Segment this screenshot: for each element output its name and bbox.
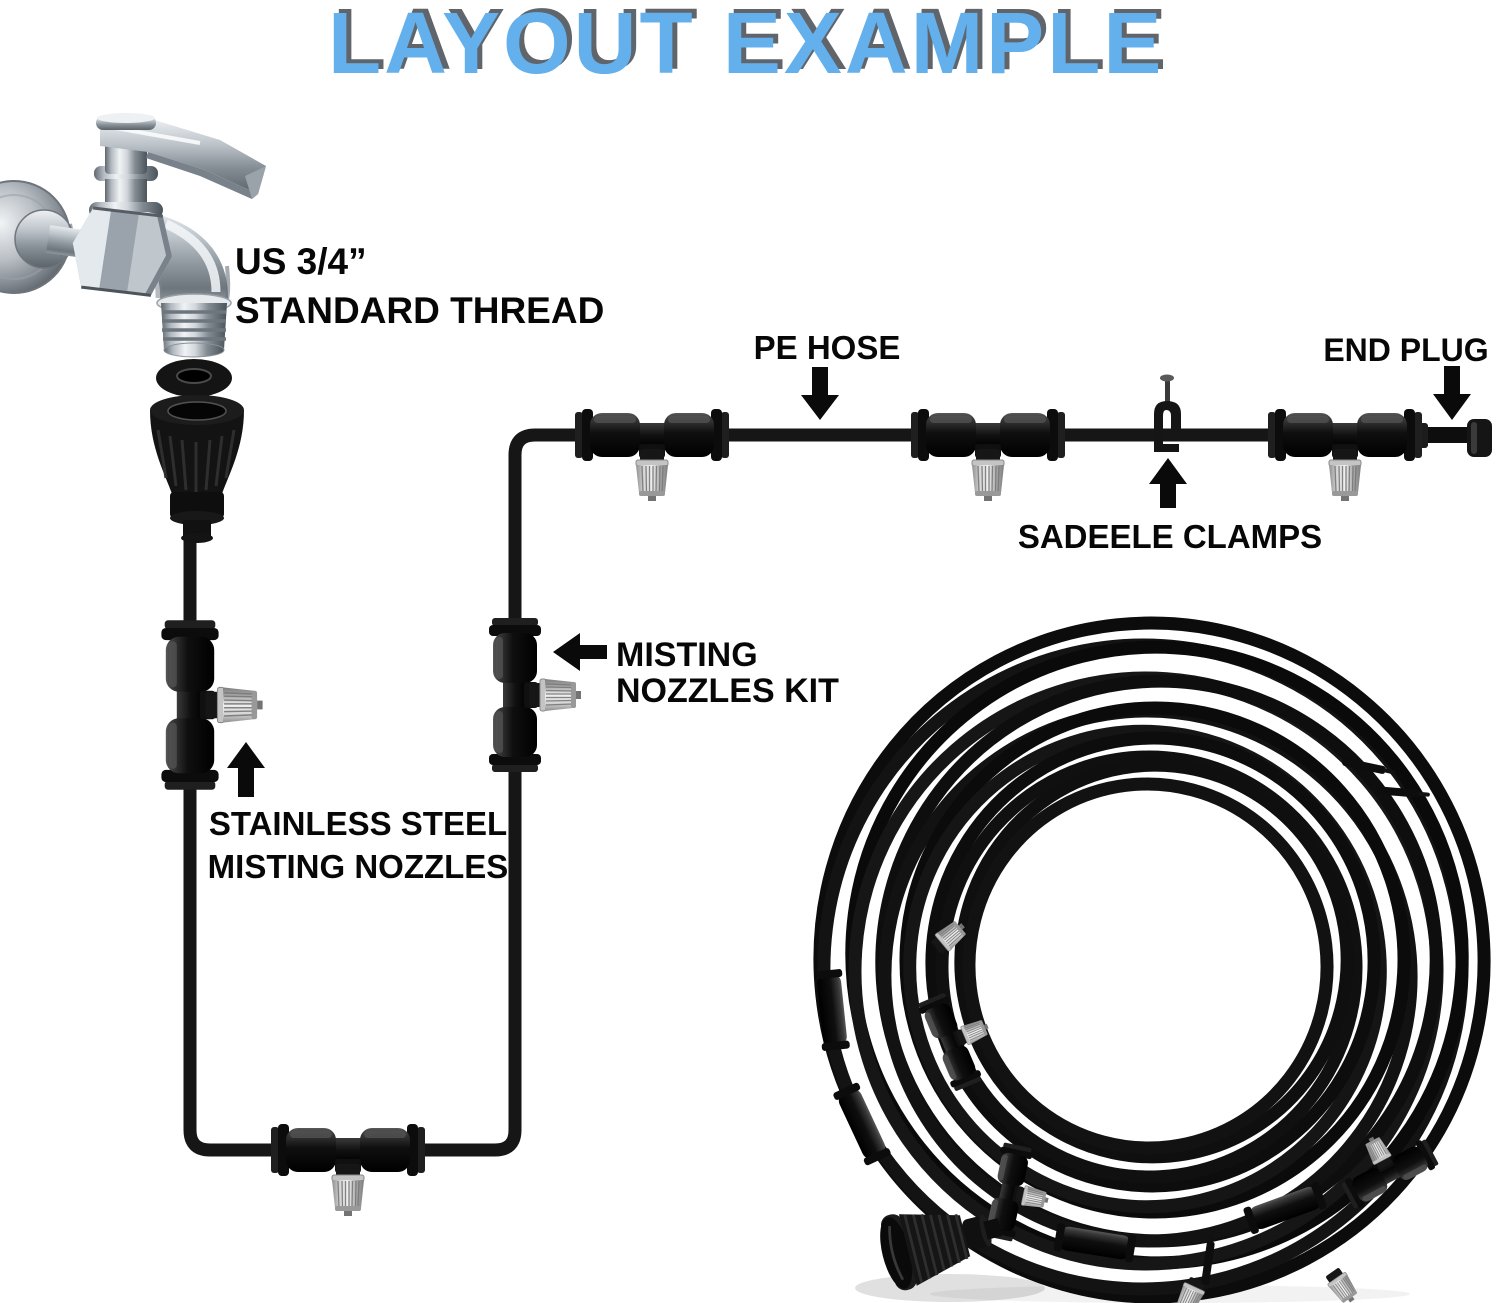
label-stainless-nozzles: STAINLESS STEEL MISTING NOZZLES	[208, 802, 509, 888]
pe-hose-arrow	[801, 367, 839, 420]
misting-kit-arrow	[553, 633, 607, 671]
label-stainless-line2: MISTING NOZZLES	[207, 848, 509, 885]
end-plug	[1419, 419, 1492, 457]
tee-connector-1	[575, 409, 729, 501]
page-title: LAYOUT EXAMPLE	[328, 0, 1165, 92]
label-standard-thread: US 3/4” STANDARD THREAD	[235, 237, 604, 335]
sadeele-clamps-arrow	[1149, 458, 1187, 508]
label-kit-line2: NOZZLES KIT	[616, 672, 839, 710]
coil-adapter	[880, 1213, 1003, 1291]
label-stainless-line1: STAINLESS STEEL	[208, 805, 508, 842]
faucet-adapter	[150, 395, 244, 543]
tee-connector-bottom	[271, 1124, 425, 1216]
tee-connector-2	[911, 409, 1065, 501]
tee-connector-3	[1268, 409, 1422, 501]
pe-hose-line	[183, 428, 1428, 1157]
label-sadeele-clamps: SADEELE CLAMPS	[1017, 518, 1323, 555]
end-plug-arrow	[1433, 366, 1471, 420]
label-kit-line1: MISTING	[616, 636, 758, 674]
label-end-plug: END PLUG	[1323, 332, 1489, 368]
label-misting-nozzles-kit: MISTING NOZZLES KIT	[616, 637, 839, 709]
hose-coil	[813, 616, 1491, 1303]
faucet-nut	[72, 206, 172, 297]
sadeele-clamp	[1154, 374, 1181, 452]
label-pe-hose: PE HOSE	[753, 329, 901, 366]
label-thread-line2: STANDARD THREAD	[235, 290, 605, 331]
thread-gasket	[156, 359, 232, 397]
stainless-nozzles-arrow	[227, 742, 265, 797]
faucet	[0, 113, 266, 358]
faucet-handle	[96, 113, 266, 199]
tee-connector-right	[489, 618, 581, 772]
label-thread-line1: US 3/4”	[235, 241, 367, 282]
